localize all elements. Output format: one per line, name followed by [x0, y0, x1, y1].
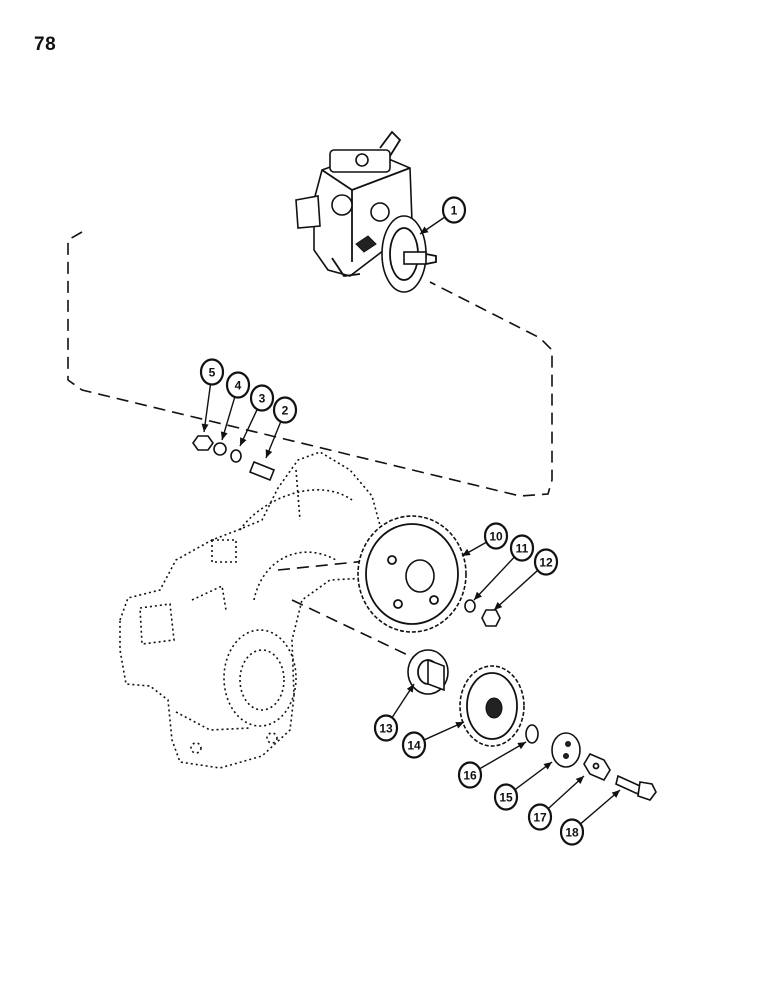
callout-number: 2	[282, 404, 289, 418]
callout-circle	[493, 783, 519, 811]
callout-arrowhead	[220, 431, 228, 440]
dashed-assembly-outline	[67, 231, 553, 497]
nut-12	[481, 609, 501, 627]
callout-number: 11	[516, 542, 529, 556]
callout-arrowhead	[494, 602, 503, 610]
callout-leader	[580, 789, 621, 824]
callout-circle	[483, 522, 509, 550]
callout-arrowhead	[575, 776, 584, 785]
callout-18: 18	[559, 789, 621, 846]
callout-number: 15	[499, 791, 513, 805]
callout-circle	[457, 761, 483, 789]
callout-circle	[373, 714, 399, 742]
bolt-18	[615, 774, 657, 801]
callout-number: 4	[235, 379, 242, 393]
callout-12: 12	[493, 548, 559, 611]
cam-gear	[357, 515, 467, 633]
callout-16: 16	[457, 741, 527, 789]
callout-arrowhead	[462, 548, 471, 556]
callout-number: 10	[489, 530, 503, 544]
callout-number: 12	[539, 556, 553, 570]
callout-11: 11	[473, 534, 535, 601]
gear-housing	[119, 451, 385, 769]
callout-arrowhead	[201, 423, 209, 432]
callout-3: 3	[239, 384, 275, 447]
lock-plate-17	[583, 752, 611, 782]
callout-circle	[509, 534, 535, 562]
idler-gear	[459, 665, 525, 747]
callout-10: 10	[461, 522, 509, 557]
callout-4: 4	[220, 371, 251, 441]
idler-hub	[407, 649, 449, 695]
callout-number: 5	[209, 366, 216, 380]
callout-5: 5	[199, 358, 225, 433]
callout-circle	[401, 731, 427, 759]
injection-pump	[295, 130, 437, 293]
page-number: 78	[34, 34, 57, 55]
callout-leader	[473, 557, 515, 601]
callout-number: 17	[533, 811, 547, 825]
callout-1: 1	[419, 196, 467, 235]
callout-arrowhead	[265, 449, 273, 458]
callout-number: 16	[463, 769, 477, 783]
stud-hardware	[192, 435, 276, 482]
callout-arrowhead	[474, 591, 482, 600]
callout-number: 13	[379, 722, 393, 736]
washer-11	[464, 599, 476, 613]
callout-circle	[441, 196, 467, 224]
callout-14: 14	[401, 721, 465, 759]
callout-number: 3	[259, 392, 266, 406]
callout-leader	[493, 570, 538, 611]
callout-circle	[533, 548, 559, 576]
retainer-plate-15	[551, 732, 581, 768]
callout-circle	[527, 803, 553, 831]
callout-circle	[272, 396, 298, 424]
callout-circle	[249, 384, 275, 412]
callout-arrowhead	[611, 790, 620, 798]
callout-17: 17	[527, 775, 585, 831]
callout-circle	[225, 371, 251, 399]
callout-number: 1	[451, 204, 458, 218]
thrust-washer-16	[525, 724, 539, 744]
callout-2: 2	[265, 396, 298, 459]
callout-arrowhead	[420, 226, 429, 234]
callout-15: 15	[493, 761, 553, 811]
callout-number: 14	[407, 739, 421, 753]
callout-leader	[479, 741, 527, 770]
callout-circle	[199, 358, 225, 386]
callout-arrowhead	[517, 742, 526, 750]
callout-arrowhead	[240, 437, 247, 446]
callout-number: 18	[565, 826, 579, 840]
callout-arrowhead	[543, 762, 552, 770]
callout-arrowhead	[455, 722, 464, 729]
callout-circle	[559, 818, 585, 846]
callout-arrowhead	[406, 684, 414, 693]
callout-13: 13	[373, 683, 415, 742]
